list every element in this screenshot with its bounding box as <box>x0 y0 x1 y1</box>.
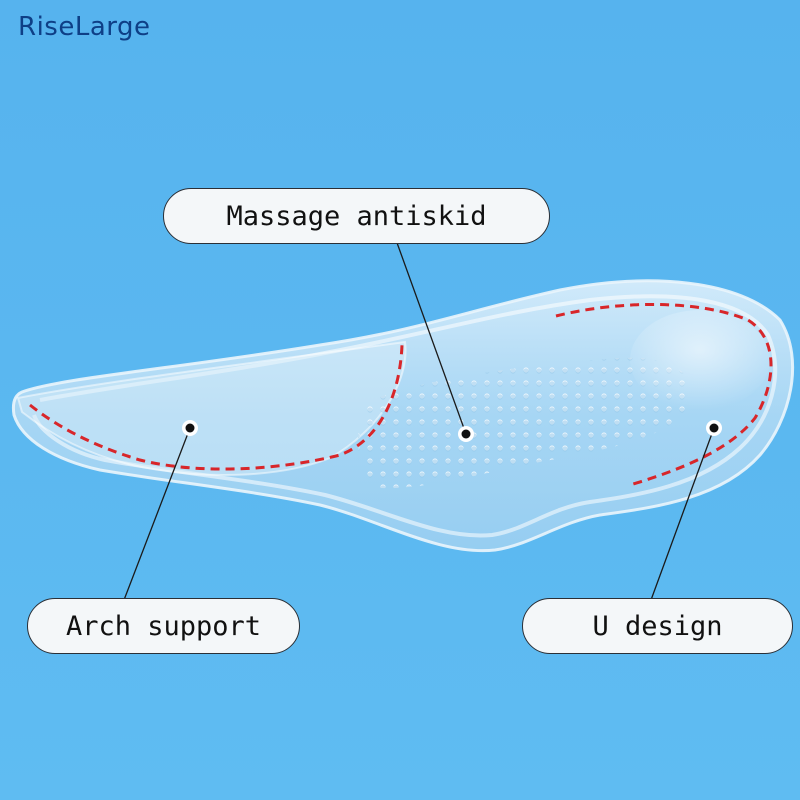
callout-arch-support: Arch support <box>27 598 300 654</box>
callout-u-design: U design <box>522 598 793 654</box>
leader-u <box>650 427 715 601</box>
brand-watermark: RiseLarge <box>18 12 151 42</box>
arch-pad <box>16 340 407 476</box>
arch-dashed-outline <box>29 344 404 471</box>
massage-bumps <box>358 357 693 489</box>
callout-label: Arch support <box>65 610 262 642</box>
insole-rim <box>32 294 778 538</box>
callout-label: Massage antiskid <box>226 200 487 232</box>
dot-u-design <box>706 420 722 436</box>
heel-shine <box>630 310 770 410</box>
leader-massage <box>395 239 467 435</box>
dot-arch <box>182 420 198 436</box>
callout-massage-antiskid: Massage antiskid <box>163 188 550 244</box>
leader-arch <box>123 427 191 601</box>
callout-label: U design <box>592 610 723 642</box>
dot-massage <box>458 426 474 442</box>
